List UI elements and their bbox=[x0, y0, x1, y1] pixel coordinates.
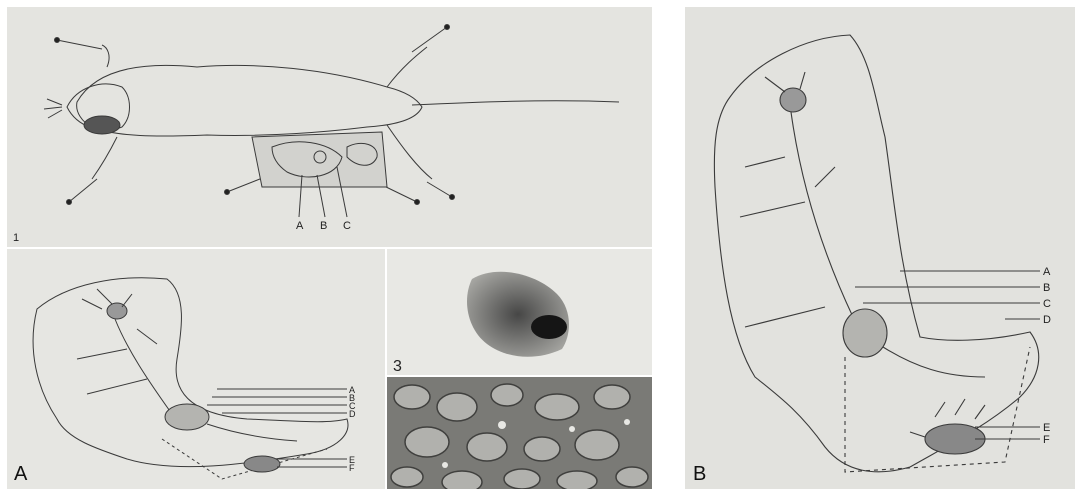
gland-drawing-small-svg: A B C D E F bbox=[7, 249, 385, 489]
large-label-f: F bbox=[1043, 434, 1050, 446]
panel-label-a: A bbox=[14, 463, 27, 486]
large-label-b: B bbox=[1043, 282, 1050, 294]
mouse-dissection-drawing: A B C 1 bbox=[7, 7, 652, 247]
top-label-b: B bbox=[320, 220, 327, 232]
specimen-photo: 3 bbox=[387, 249, 652, 375]
specimen-photo-svg: 3 bbox=[387, 249, 652, 375]
top-label-c: C bbox=[343, 220, 351, 232]
gland-drawing-large-svg: A B C D E F bbox=[685, 7, 1075, 489]
plate-number-1: 1 bbox=[13, 232, 19, 244]
large-label-e: E bbox=[1043, 422, 1050, 434]
large-label-c: C bbox=[1043, 298, 1051, 310]
large-label-a: A bbox=[1043, 266, 1051, 278]
tissue-micrograph bbox=[387, 377, 652, 489]
gland-drawing-small: A B C D E F bbox=[7, 249, 385, 489]
tissue-micrograph-svg bbox=[387, 377, 652, 489]
large-label-d: D bbox=[1043, 314, 1051, 326]
small-label-d: D bbox=[349, 409, 356, 419]
panel-label-b: B bbox=[693, 463, 706, 486]
plate-number-3: 3 bbox=[393, 358, 402, 375]
gland-drawing-large: A B C D E F bbox=[685, 7, 1075, 489]
top-label-a: A bbox=[296, 220, 304, 232]
mouse-dissection-svg: A B C 1 bbox=[7, 7, 652, 247]
small-label-f: F bbox=[349, 463, 355, 473]
